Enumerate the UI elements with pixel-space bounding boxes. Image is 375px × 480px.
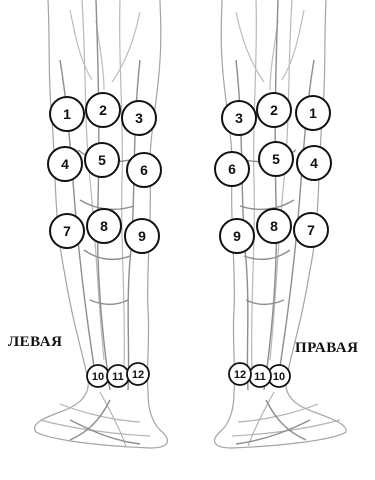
- left-leg-marker-number: 4: [61, 156, 69, 172]
- left-leg-marker-6: 6: [127, 153, 161, 187]
- left-leg-marker-8: 8: [87, 209, 121, 243]
- left-leg-marker-number: 1: [63, 106, 71, 122]
- right-leg-marker-number: 2: [270, 102, 278, 118]
- left-leg-marker-2: 2: [86, 93, 120, 127]
- right-leg-marker-7: 7: [294, 213, 328, 247]
- right-leg-marker-number: 4: [310, 155, 318, 171]
- left-leg-marker-5: 5: [85, 143, 119, 177]
- right-leg-marker-number: 5: [272, 151, 280, 167]
- right-leg-marker-number: 10: [273, 371, 285, 383]
- right-leg-marker-number: 11: [254, 371, 266, 383]
- right-leg-marker-number: 3: [235, 110, 243, 126]
- right-leg-marker-11: 11: [249, 365, 271, 387]
- right-leg-marker-number: 12: [234, 369, 246, 381]
- right-leg-marker-9: 9: [220, 219, 254, 253]
- left-leg-marker-number: 2: [99, 102, 107, 118]
- right-leg-marker-8: 8: [257, 209, 291, 243]
- right-leg-label: ПРАВАЯ: [295, 340, 358, 357]
- left-leg-marker-number: 6: [140, 162, 148, 178]
- left-leg-marker-number: 5: [98, 152, 106, 168]
- left-leg-marker-4: 4: [48, 147, 82, 181]
- right-leg-marker-4: 4: [297, 146, 331, 180]
- left-leg-marker-9: 9: [125, 219, 159, 253]
- left-leg-marker-7: 7: [50, 214, 84, 248]
- right-leg-marker-number: 8: [270, 218, 278, 234]
- left-leg-marker-12: 12: [127, 363, 149, 385]
- left-leg-marker-number: 3: [135, 110, 143, 126]
- left-leg-marker-number: 7: [63, 223, 71, 239]
- right-leg-marker-3: 3: [222, 101, 256, 135]
- right-leg-marker-number: 1: [309, 105, 317, 121]
- right-leg-marker-5: 5: [259, 142, 293, 176]
- left-leg-marker-1: 1: [50, 97, 84, 131]
- left-leg-marker-10: 10: [87, 365, 109, 387]
- left-leg-marker-number: 10: [92, 371, 104, 383]
- right-leg-marker-6: 6: [215, 152, 249, 186]
- left-leg-marker-number: 9: [138, 228, 146, 244]
- left-leg-marker-number: 11: [112, 371, 124, 383]
- left-leg-marker-3: 3: [122, 101, 156, 135]
- right-leg-marker-number: 9: [233, 228, 241, 244]
- left-leg-label: ЛЕВАЯ: [8, 334, 62, 351]
- right-leg-marker-number: 6: [228, 161, 236, 177]
- right-leg-marker-2: 2: [257, 93, 291, 127]
- right-leg-marker-1: 1: [296, 96, 330, 130]
- left-leg-marker-number: 8: [100, 218, 108, 234]
- left-leg-marker-number: 12: [132, 369, 144, 381]
- right-leg-marker-number: 7: [307, 222, 315, 238]
- right-leg-marker-12: 12: [229, 363, 251, 385]
- left-leg-marker-11: 11: [107, 365, 129, 387]
